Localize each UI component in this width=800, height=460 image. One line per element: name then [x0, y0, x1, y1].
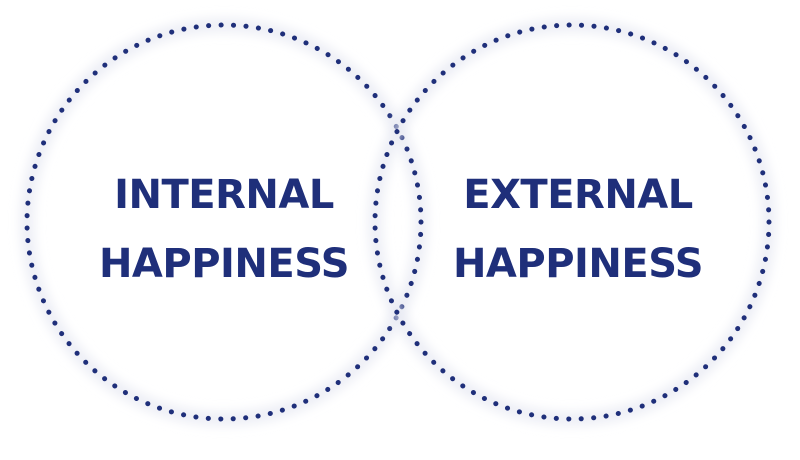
- left-circle-label-line2: HAPPINESS: [99, 241, 349, 287]
- right-circle-label-line1: EXTERNAL: [463, 172, 693, 218]
- left-circle-label-line1: INTERNAL: [114, 172, 334, 218]
- left-circle: INTERNAL HAPPINESS: [22, 20, 426, 424]
- left-circle-dotted-outline: [24, 22, 424, 422]
- right-circle-dotted-outline: [372, 22, 772, 422]
- right-circle-label-line2: HAPPINESS: [453, 241, 703, 287]
- right-circle: EXTERNAL HAPPINESS: [370, 20, 774, 424]
